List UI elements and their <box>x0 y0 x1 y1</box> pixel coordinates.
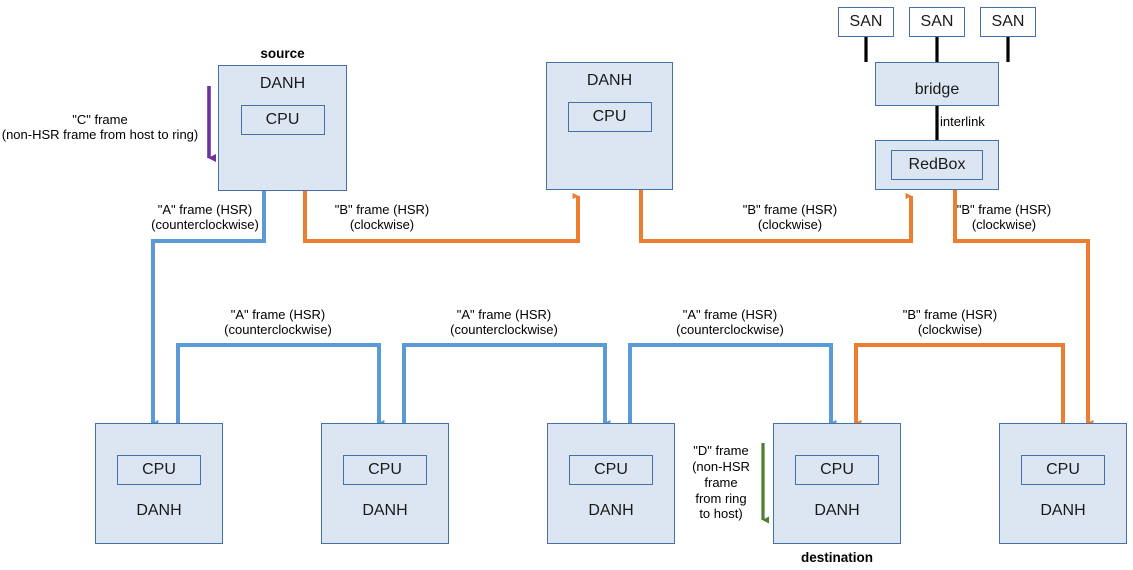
cpu-box: CPU <box>117 454 201 485</box>
a-frame-label-mid-2: "A" frame (HSR) (counterclockwise) <box>450 307 558 338</box>
node-title: SAN <box>849 13 883 30</box>
node-title: DANH <box>136 501 182 519</box>
node-title: DANH <box>1040 501 1086 519</box>
node-redbox[interactable]: RedBox <box>875 140 999 190</box>
node-title: DANH <box>259 75 306 92</box>
node-title: DANH <box>586 72 633 89</box>
cpu-box: CPU <box>569 454 653 485</box>
node-bottom-danh-1[interactable]: CPU DANH <box>95 423 223 544</box>
redbox-inner: RedBox <box>891 150 983 180</box>
c-frame-label: "C" frame (non-HSR frame from host to ri… <box>1 112 199 143</box>
node-san-2[interactable]: SAN <box>909 7 965 37</box>
node-bottom-danh-2[interactable]: CPU DANH <box>321 423 449 544</box>
node-bridge[interactable]: bridge <box>875 62 999 106</box>
cpu-box: CPU <box>343 454 427 485</box>
node-source-danh[interactable]: DANH CPU <box>218 65 347 191</box>
cpu-box: CPU <box>795 454 879 485</box>
cpu-box: CPU <box>1021 454 1105 485</box>
node-san-1[interactable]: SAN <box>838 7 894 37</box>
cpu-box: CPU <box>240 105 325 135</box>
b-frame-label-top-1: "B" frame (HSR) (clockwise) <box>334 202 430 233</box>
node-bottom-danh-3[interactable]: CPU DANH <box>547 423 675 544</box>
node-san-3[interactable]: SAN <box>980 7 1036 37</box>
b-frame-label-top-2: "B" frame (HSR) (clockwise) <box>742 202 838 233</box>
node-bottom-danh-5[interactable]: CPU DANH <box>999 423 1127 544</box>
b-frame-label-top-3: "B" frame (HSR) (clockwise) <box>956 202 1052 233</box>
node-title: SAN <box>991 13 1025 30</box>
a-frame-label-mid-3: "A" frame (HSR) (counterclockwise) <box>676 307 784 338</box>
node-top-middle-danh[interactable]: DANH CPU <box>546 62 673 190</box>
san-bridge-links <box>864 36 1010 62</box>
d-frame-label: "D" frame (non-HSR frame from ring to ho… <box>692 443 750 522</box>
source-label: source <box>260 46 305 61</box>
destination-label: destination <box>800 550 873 565</box>
interlink-label: interlink <box>940 114 985 129</box>
a-frame-label-mid-1: "A" frame (HSR) (counterclockwise) <box>224 307 332 338</box>
node-title: bridge <box>914 81 960 98</box>
b-frame-label-mid-1: "B" frame (HSR) (clockwise) <box>902 307 998 338</box>
a-frame-label-top: "A" frame (HSR) (counterclockwise) <box>151 202 259 233</box>
node-bottom-danh-4-destination[interactable]: CPU DANH <box>773 423 901 544</box>
node-title: DANH <box>362 501 408 519</box>
node-title: DANH <box>814 501 860 519</box>
cpu-box: CPU <box>567 102 652 132</box>
node-title: DANH <box>588 501 634 519</box>
node-title: SAN <box>920 13 954 30</box>
